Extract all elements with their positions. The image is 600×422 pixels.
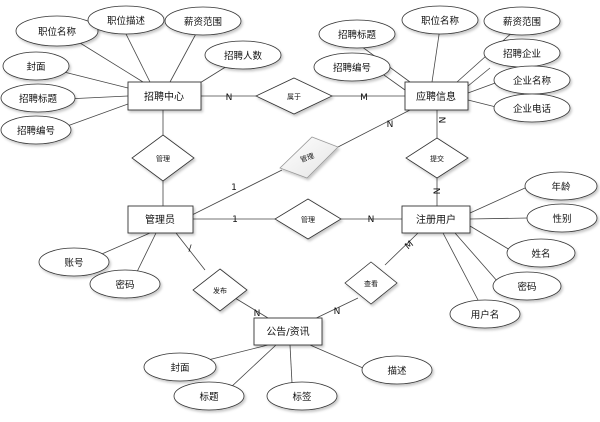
attribute-recruit-count: 招聘人数 [204,40,282,70]
attribute-recruit-company: 招聘企业 [483,38,561,68]
relationship-label: 管理 [301,215,315,224]
attribute-name: 姓名 [506,238,576,268]
relationship-manage-left: 管理 [131,134,195,182]
svg-text:职位描述: 职位描述 [107,15,146,27]
entity-recruit-center: 招聘中心 [127,81,202,111]
entity-registered-user: 注册用户 [401,205,471,234]
cardinality-label: M [360,93,368,103]
attribute-position-description: 职位描述 [87,5,165,35]
svg-text:招聘编号: 招聘编号 [17,125,55,137]
cardinality-label: N [334,307,341,317]
entity-admin: 管理员 [127,205,194,234]
attribute-cover: 封面 [143,352,217,382]
attribute-cover: 封面 [2,51,70,81]
entity-label: 注册用户 [416,213,456,226]
svg-text:用户名: 用户名 [471,309,500,321]
svg-text:职位名称: 职位名称 [421,15,460,27]
attribute-salary-range: 薪资范围 [164,6,242,36]
relationship-label: 发布 [213,286,227,295]
attribute-company-name: 企业名称 [493,65,571,95]
entity-application-info: 应聘信息 [404,81,469,111]
attribute-recruit-number: 招聘编号 [0,115,72,145]
cardinality-label: N [433,188,443,195]
relationship-label: 查看 [364,279,378,288]
attribute-position-name: 职位名称 [15,15,99,47]
cardinality-label: N [387,120,394,130]
attribute-title: 标题 [173,381,245,411]
svg-text:密码: 密码 [115,279,134,291]
entity-label: 管理员 [145,213,175,226]
svg-text:招聘编号: 招聘编号 [333,62,371,74]
svg-text:账号: 账号 [64,258,83,269]
relationship-manage-diagonal: 管理 [279,136,339,179]
relationship-view: 查看 [344,261,398,305]
svg-text:企业电话: 企业电话 [513,103,552,115]
relationship-belongs-to: 属于 [255,77,333,115]
attribute-recruit-number: 招聘编号 [313,52,391,82]
attribute-tag: 标签 [266,381,338,411]
svg-text:职位名称: 职位名称 [38,26,77,38]
cardinality-label: / [188,244,192,254]
svg-text:招聘标题: 招聘标题 [19,93,58,105]
attribute-recruit-title: 招聘标题 [0,83,76,113]
svg-text:企业名称: 企业名称 [513,75,552,87]
svg-text:描述: 描述 [387,365,407,377]
attribute-password: 密码 [89,269,161,299]
attribute-gender: 性别 [526,203,598,233]
entity-label: 应聘信息 [416,90,456,103]
svg-text:密码: 密码 [517,281,536,293]
entity-label: 公告/资讯 [266,325,309,338]
attribute-age: 年龄 [524,171,598,201]
cardinality-label: N [436,117,446,124]
svg-text:封面: 封面 [170,362,189,374]
entity-announcement: 公告/资讯 [253,317,323,346]
relationship-label: 提交 [430,154,444,163]
cardinality-label: 1 [232,215,238,225]
relationship-publish: 发布 [192,268,248,312]
attribute-company-phone: 企业电话 [493,93,571,123]
entity-label: 招聘中心 [144,90,184,103]
svg-text:招聘人数: 招聘人数 [224,50,263,62]
attribute-username: 用户名 [449,299,521,329]
attribute-account: 账号 [38,247,110,277]
attribute-salary-range: 薪资范围 [483,6,561,36]
svg-text:招聘企业: 招聘企业 [503,48,541,60]
svg-text:薪资范围: 薪资范围 [503,16,541,28]
attribute-description: 描述 [361,355,433,385]
relationship-submit: 提交 [405,137,469,179]
attribute-position-name: 职位名称 [401,5,479,35]
relationship-manage-middle: 管理 [274,198,342,240]
svg-text:标题: 标题 [199,391,219,403]
relationship-label: 管理 [156,154,170,163]
cardinality-label: N [226,93,233,103]
cardinality-label: N [254,309,261,319]
svg-text:招聘标题: 招聘标题 [338,29,377,41]
attribute-password: 密码 [492,271,562,301]
svg-text:年龄: 年龄 [551,181,571,193]
cardinality-label: 1 [231,183,237,193]
svg-text:封面: 封面 [26,61,45,73]
svg-text:薪资范围: 薪资范围 [184,16,222,28]
cardinality-label: M [403,239,415,252]
cardinality-label: N [368,215,375,225]
attribute-recruit-title: 招聘标题 [318,19,396,49]
svg-text:标签: 标签 [292,391,312,403]
svg-text:姓名: 姓名 [531,248,550,260]
relationship-label: 属于 [287,93,301,101]
svg-text:性别: 性别 [552,213,571,225]
